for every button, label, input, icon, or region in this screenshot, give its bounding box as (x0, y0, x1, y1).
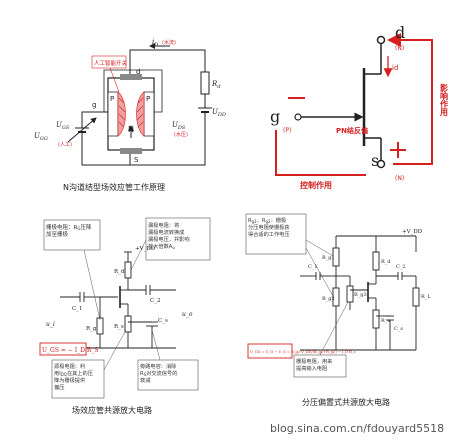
control-bracket (275, 130, 366, 176)
s-note: (N) (395, 175, 404, 182)
panel-jfet-principle: 人工智能开关 N P P g d S iD (水流) Rd UDD UGS (人… (34, 38, 226, 192)
cs-c2: C_2 (150, 298, 160, 304)
d-note: (N) (395, 45, 404, 52)
id-note: (水流) (162, 39, 176, 46)
source-terminal (376, 159, 386, 169)
watermark: blog.sina.com.cn/fdouyard5518 (270, 422, 444, 435)
p-label-right: P (146, 95, 150, 103)
id-label: iD (152, 38, 158, 48)
pn-note: 人工智能开关 (94, 59, 128, 67)
note-bypass-box (137, 359, 199, 391)
effect-text: 影响作用 (440, 83, 449, 117)
ugg-label: UGG (34, 132, 48, 142)
control-text: 控制作用 (300, 180, 332, 190)
note-gate-text: 栅极电阻：RG压降 加至栅极 (46, 223, 93, 238)
caption-principle: N沟道结型场效应管工作原理 (63, 182, 165, 192)
pn-bias-text: PN结反偏 (336, 126, 368, 135)
db-rs: R_s (381, 318, 390, 324)
db-rd: R_d (381, 259, 391, 265)
jfet-body (103, 69, 163, 154)
cs-ui: u_i (46, 321, 55, 328)
db-formula-box (247, 343, 293, 359)
cs-uo: u_o (182, 311, 193, 318)
note-drain-box (145, 217, 211, 261)
cs-cs: C_s (158, 318, 168, 324)
cs-vdd: +V_DD (135, 246, 156, 252)
gate-terminal (294, 113, 302, 121)
id-text: id (392, 64, 398, 72)
pn-callout (91, 55, 127, 69)
plus-sign (390, 142, 406, 158)
vdd-label: UDD (212, 108, 226, 118)
effect-bracket (393, 39, 433, 165)
s-terminal-label: s (371, 151, 379, 170)
db-cs: C_s (394, 326, 403, 332)
cs-rd: R_d (114, 269, 125, 275)
note-gate3-text: 栅极电阻，用来 提高输入电阻 (296, 357, 334, 372)
cs-c1: C_1 (72, 306, 82, 312)
g-terminal-label: g (270, 107, 280, 126)
note-gate-box (43, 219, 101, 251)
db-c1: C_1 (308, 264, 318, 270)
d-terminal-label: d (395, 23, 405, 42)
db-rg2: R_g2 (322, 296, 335, 302)
db-c2: C_2 (396, 264, 406, 270)
note-source-box (51, 359, 105, 399)
uds-note: (水压) (174, 131, 188, 138)
p-label-left: P (110, 95, 114, 103)
drain-terminal (376, 35, 386, 45)
caption-divider-bias: 分压偏置式共源放大电路 (302, 397, 390, 407)
ugs-note: (人工) (58, 142, 72, 148)
cs-rg: R_g (86, 326, 97, 332)
note-divider-box (245, 213, 307, 255)
db-formula: U_GS = U_G − U_S = R_g2·V_DD/(R_g1+R_g2)… (250, 350, 356, 354)
db-rg1: R_g1 (322, 255, 335, 261)
principle-wires (67, 49, 212, 166)
note-drain-text: 漏极电阻：将 漏极电流转换成 漏极电压，并影响 放大倍数Au (148, 221, 191, 250)
panel-common-source: 栅极电阻：RG压降 加至栅极 漏极电阻：将 漏极电流转换成 漏极电压，并影响 放… (39, 217, 211, 415)
rd-label: Rd (211, 80, 220, 90)
db-wires (300, 235, 420, 351)
db-vdd: +V_DD (402, 229, 423, 235)
db-rl: R_L (421, 294, 431, 300)
ugs-label: UGS (56, 121, 70, 131)
g-note: (P) (283, 127, 291, 134)
panel-divider-bias: Rg1、Rg2：栅极 分压电阻使栅极获 得合适的工作电压 栅极电阻，用来 提高输… (245, 213, 431, 407)
note-source-text: 源极电阻：利 用IDQ在其上的压 降为栅极提供 偏压 (54, 362, 95, 391)
note-divider-text: Rg1、Rg2：栅极 分压电阻使栅极获 得合适的工作电压 (248, 216, 291, 238)
cs-rs: R_s (114, 324, 124, 330)
n-label: N (128, 125, 134, 134)
db-rg3: R_g3 (354, 292, 367, 298)
note-bypass-text: 旁路电容：消除 RS对交流信号的 衰减 (140, 362, 179, 384)
d-label: d (136, 68, 140, 76)
caption-common-source: 场效应管共源放大电路 (72, 405, 152, 415)
g-label: g (92, 101, 96, 109)
cs-formula-box (39, 342, 87, 356)
s-label: S (134, 156, 139, 164)
cs-formula: U_GS = − I_D R_S (42, 347, 98, 354)
panel-jfet-symbol: d (N) g (P) s (N) id PN结反偏 控制作用 影响作用 (270, 23, 449, 190)
uds-label: UDS (172, 121, 186, 131)
